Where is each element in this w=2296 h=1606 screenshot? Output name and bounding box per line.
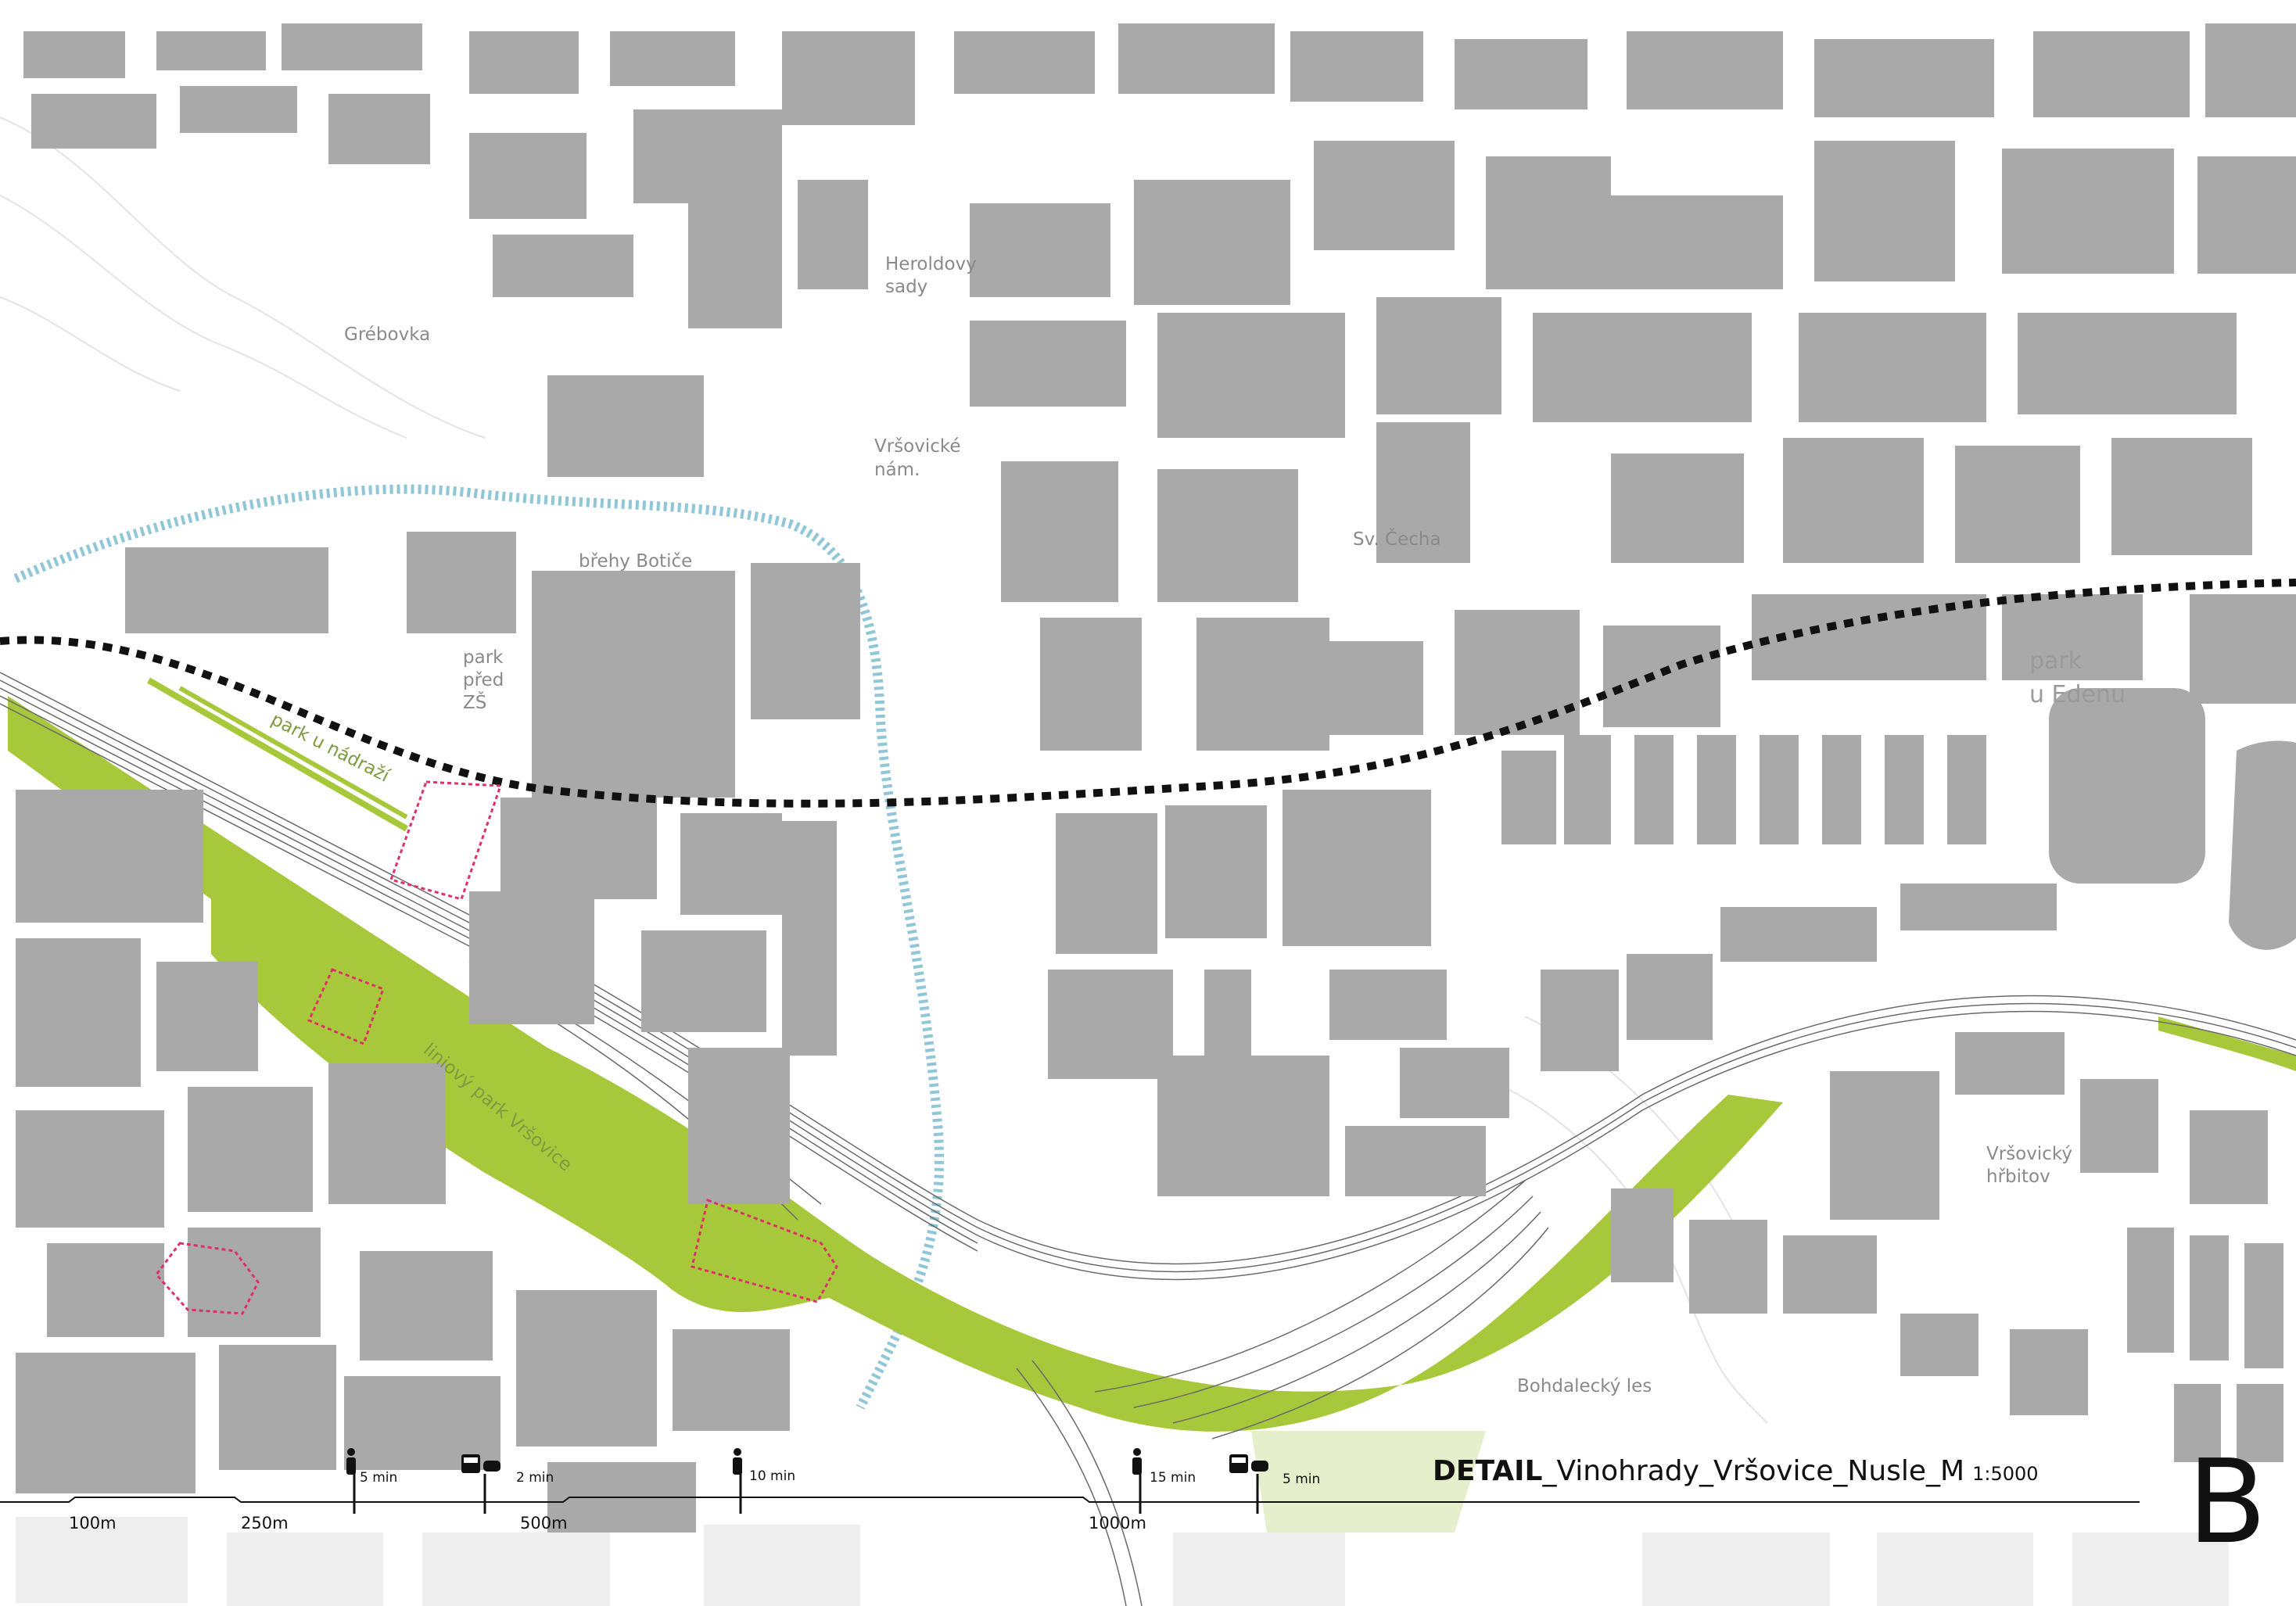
scale-500m: 500m	[520, 1514, 568, 1533]
bus-2min: 2 min	[516, 1470, 554, 1486]
label-vrsovicky-hrbitov-2: hřbitov	[1986, 1167, 2050, 1187]
label-sv-cecha: Sv. Čecha	[1353, 528, 1441, 550]
sheet-letter: B	[2187, 1435, 2267, 1569]
buildings	[16, 23, 2296, 1533]
scale-250m: 250m	[241, 1514, 289, 1533]
walk-10min: 10 min	[749, 1468, 795, 1484]
label-park-u-edenu-2: u Edenu	[2029, 681, 2126, 708]
scale-bar: 100m 250m 500m 1000m	[0, 1462, 2140, 1533]
scale-100m: 100m	[69, 1514, 117, 1533]
walking-person-icon	[733, 1448, 742, 1475]
title-bold: DETAIL	[1433, 1455, 1542, 1487]
label-vrsovicke-nam-1: Vršovické	[874, 436, 961, 457]
label-park-zs-3: ZŠ	[463, 691, 486, 713]
bus-5min: 5 min	[1283, 1472, 1320, 1487]
district-boundary	[0, 579, 2296, 808]
sheet-title: DETAIL_Vinohrady_Vršovice_Nusle_M 1:5000	[1433, 1455, 2039, 1487]
walking-person-icon	[1132, 1448, 1142, 1475]
label-brehy-botice: břehy Botiče	[579, 551, 692, 572]
label-vrsovicky-hrbitov-1: Vršovický	[1986, 1144, 2072, 1164]
walk-15min: 15 min	[1150, 1470, 1196, 1486]
bus-car-icon	[1229, 1454, 1268, 1473]
site-outlines	[155, 780, 838, 1315]
label-heroldovy-sady-1: Heroldovy	[885, 254, 977, 274]
label-park-u-edenu-1: park	[2029, 647, 2083, 675]
title-rest: _Vinohrady_Vršovice_Nusle_M	[1541, 1455, 1964, 1487]
scale-1000m: 1000m	[1089, 1514, 1146, 1533]
label-grebovka: Grébovka	[344, 324, 430, 345]
walk-5min: 5 min	[360, 1470, 397, 1486]
bus-car-icon	[461, 1454, 500, 1473]
walking-person-icon	[346, 1448, 356, 1475]
label-park-zs-1: park	[463, 647, 504, 668]
label-vrsovicke-nam-2: nám.	[874, 460, 920, 480]
label-park-zs-2: před	[463, 670, 504, 690]
label-bohdalecky-les: Bohdalecký les	[1517, 1376, 1652, 1396]
label-heroldovy-sady-2: sady	[885, 277, 927, 297]
title-scale: 1:5000	[1972, 1463, 2038, 1485]
buildings-faded	[16, 1517, 2229, 1606]
